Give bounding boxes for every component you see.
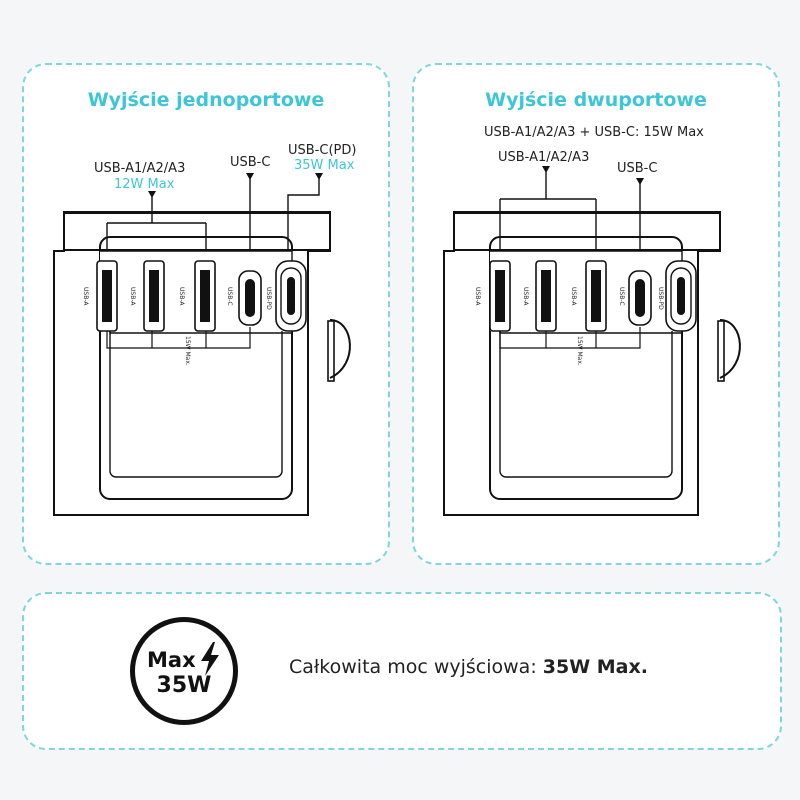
max-power-badge: Max 35W — [130, 617, 238, 725]
charger-diagram-single: USB-A USB-A USB-A USB-C USB-PD 15W Max. — [53, 173, 351, 516]
single-port-title: Wyjście jednoportowe — [87, 89, 325, 111]
port-label-5: USB-PD — [657, 287, 664, 310]
usb-c-port — [238, 270, 262, 326]
usbc-pd-power-label: 35W Max — [294, 158, 355, 173]
summary-text: Całkowita moc wyjściowa: — [289, 656, 543, 678]
dual-port-title: Wyjście dwuportowe — [485, 89, 707, 111]
port-label-4: USB-C — [618, 287, 625, 306]
dual-port-panel: Wyjście dwuportowe USB-A1/A2/A3 + USB-C:… — [412, 63, 780, 565]
usba-power-label: 12W Max — [114, 177, 175, 192]
usbc-pd-label: USB-C(PD) — [288, 143, 357, 158]
port-label-1: USB-A — [82, 287, 89, 306]
shared-limit-label: 15W Max. — [184, 336, 191, 366]
usb-c-port — [628, 270, 652, 326]
usb-a-port-3 — [194, 260, 216, 332]
usb-c-pd-port — [665, 260, 697, 332]
port-label-1: USB-A — [474, 287, 481, 306]
badge-watt-text: 35W — [156, 673, 212, 698]
usba-label: USB-A1/A2/A3 — [94, 161, 186, 176]
usb-a-port-2 — [535, 260, 557, 332]
shared-limit-label: 15W Max. — [576, 336, 583, 366]
usb-a-port-2 — [143, 260, 165, 332]
single-port-panel: Wyjście jednoportowe USB-A1/A2/A3 12W Ma… — [22, 63, 390, 565]
port-label-4: USB-C — [226, 287, 233, 306]
usbc-label: USB-C — [617, 161, 658, 176]
usbc-label: USB-C — [230, 155, 271, 170]
port-label-2: USB-A — [129, 287, 136, 306]
port-label-2: USB-A — [522, 287, 529, 306]
usb-a-port-3 — [585, 260, 607, 332]
badge-max-text: Max — [147, 648, 196, 672]
usb-a-port-1 — [489, 260, 511, 332]
port-label-3: USB-A — [570, 287, 577, 306]
summary-value: 35W Max. — [542, 656, 648, 678]
total-output-panel: Max 35W Całkowita moc wyjściowa: 35W Max… — [22, 592, 782, 750]
lightning-bolt-icon — [201, 642, 219, 676]
port-label-3: USB-A — [178, 287, 185, 306]
usb-a-port-1 — [96, 260, 118, 332]
combo-label: USB-A1/A2/A3 + USB-C: 15W Max — [484, 125, 704, 140]
usba-label: USB-A1/A2/A3 — [498, 150, 590, 165]
port-label-5: USB-PD — [265, 287, 272, 310]
usb-c-pd-port — [275, 260, 307, 332]
total-output-summary: Całkowita moc wyjściowa: 35W Max. — [289, 656, 648, 678]
charger-diagram-dual: USB-A USB-A USB-A USB-C USB-PD 15W Max. — [443, 166, 741, 516]
